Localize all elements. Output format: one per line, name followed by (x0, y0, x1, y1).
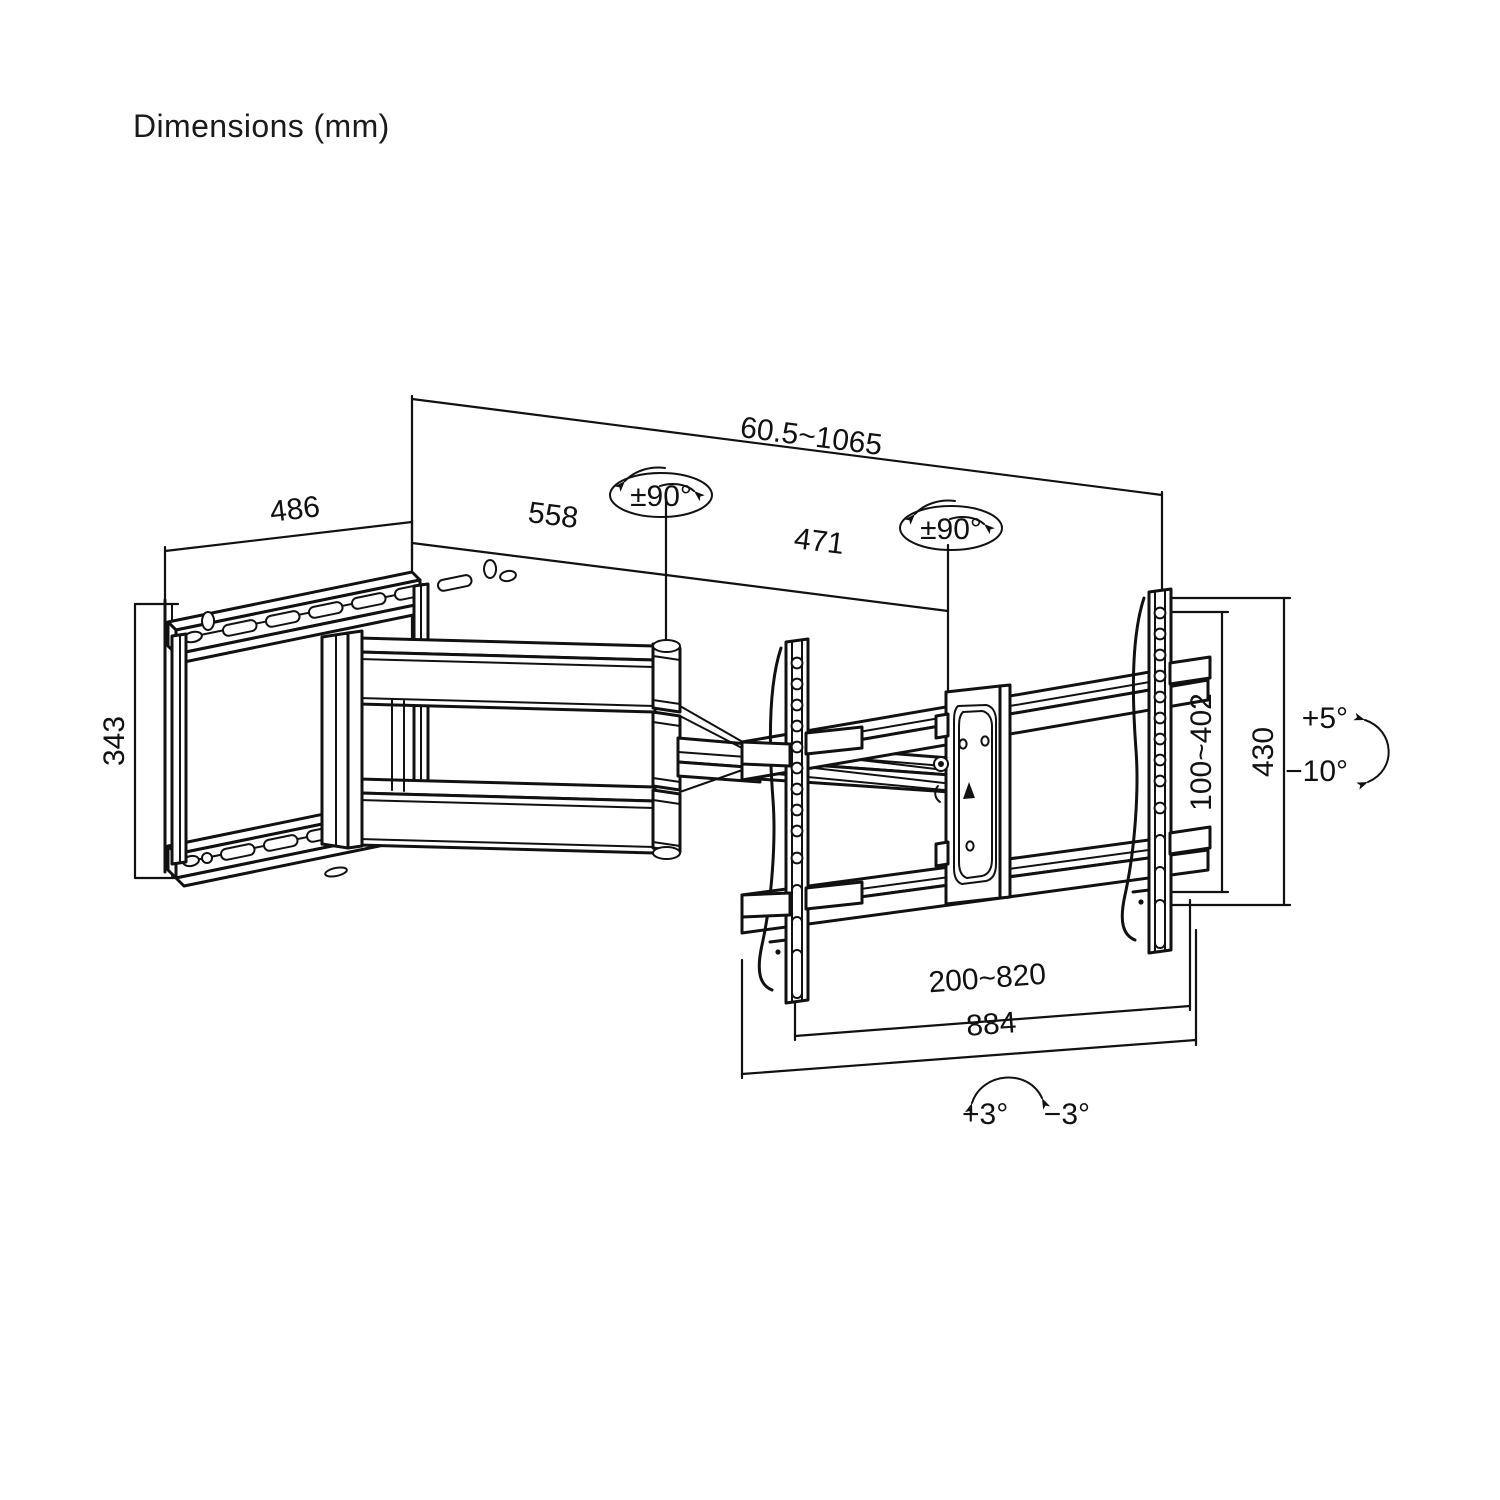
vesa-rail-left (757, 637, 810, 1005)
dimension-label-wall-plate-width: 486 (268, 490, 322, 529)
tilt-down-label: −10° (1285, 755, 1348, 788)
dimension-label-second-arm: 471 (792, 522, 846, 561)
dimension-label-bracket-width: 884 (965, 1006, 1017, 1043)
dimension-total-extension: 60.5~1065 (410, 397, 1164, 497)
wall-plate-top-slots (183, 559, 517, 656)
dimension-bracket-width: 884 (740, 1006, 1198, 1076)
vesa-left-holes (790, 656, 804, 865)
page-title: Dimensions (mm) (133, 108, 390, 144)
vesa-right-holes (1153, 606, 1167, 815)
swivel-label-1: ±90° (630, 480, 692, 513)
tilt-indicator: +5° −10° (1285, 702, 1390, 790)
dimension-second-arm: 471 (664, 522, 950, 613)
dimension-label-wall-plate-height: 343 (98, 716, 131, 766)
dimension-label-first-arm: 558 (526, 496, 580, 535)
wall-plate-top-rail (166, 559, 517, 664)
vesa-right-slots (1154, 834, 1166, 949)
vesa-left-slots (791, 884, 803, 999)
roll-indicator: +3° −3° (962, 1076, 1090, 1131)
swivel-indicator-2: ±90° (899, 499, 1003, 551)
dimension-bracket-height: 430 (1247, 596, 1286, 907)
pivot-joint-1 (651, 639, 682, 860)
second-arm-tongue (676, 705, 762, 793)
dimension-wall-plate-height: 343 (98, 602, 137, 880)
dimension-label-vesa-width: 200~820 (927, 958, 1047, 1000)
tilt-up-label: +5° (1302, 702, 1348, 735)
dimension-label-bracket-height: 430 (1247, 727, 1280, 777)
extension-lines (133, 394, 1292, 1080)
roll-right-label: −3° (1044, 1098, 1090, 1131)
center-mount-plate (933, 683, 1012, 906)
arm-wall-end-plate (320, 629, 364, 850)
upper-arm-bar (320, 635, 657, 714)
dimension-wall-plate-width: 486 (163, 490, 414, 553)
vesa-stub-rails (740, 655, 1212, 919)
arm-web (392, 652, 404, 790)
swivel-label-2: ±90° (920, 513, 982, 546)
dimension-vesa-height: 100~402 (1185, 610, 1224, 894)
dimension-label-total-extension: 60.5~1065 (738, 411, 884, 462)
roll-left-label: +3° (962, 1098, 1008, 1131)
dimension-first-arm: 558 (410, 496, 668, 577)
lower-arm-bar (320, 776, 657, 855)
dimension-label-vesa-height: 100~402 (1185, 693, 1218, 811)
vesa-rail-right (1120, 587, 1173, 955)
swivel-indicator-1: ±90° (609, 466, 713, 518)
